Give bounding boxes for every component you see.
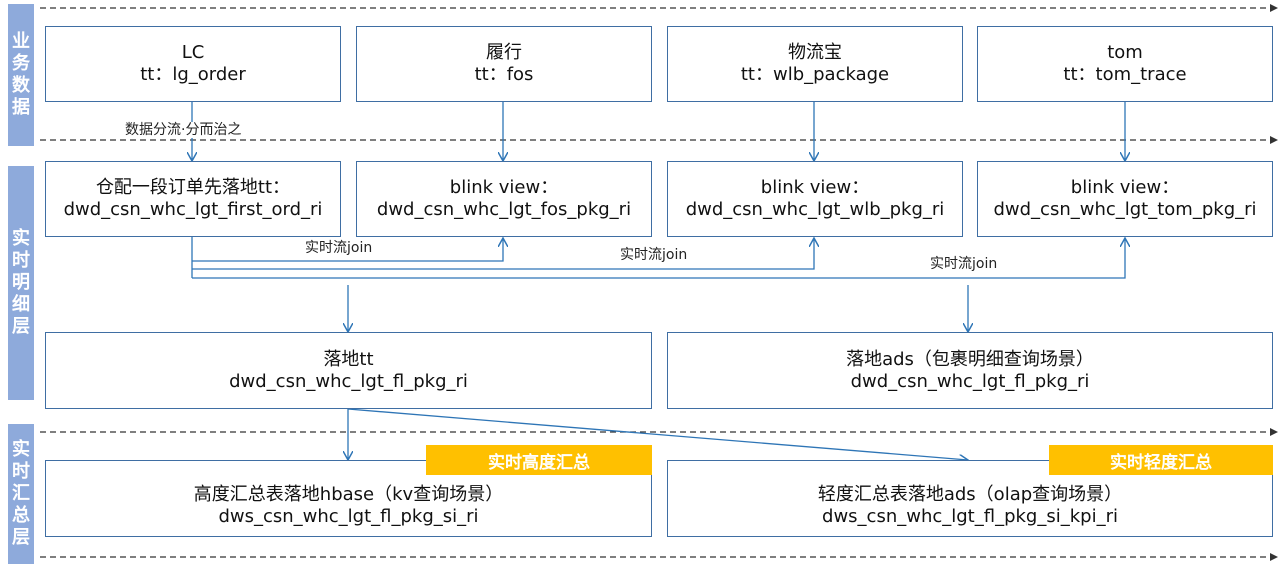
layer-label-realtime-summary: 实时汇总层 [8, 424, 34, 564]
box-subtitle: dwd_csn_whc_lgt_fl_pkg_ri [850, 370, 1090, 392]
box-subtitle: dwd_csn_whc_lgt_fos_pkg_ri [376, 199, 632, 220]
box-subtitle: dws_csn_whc_lgt_fl_pkg_si_kpi_ri [822, 505, 1118, 527]
detail-box-wlb-view: blink view： dwd_csn_whc_lgt_wlb_pkg_ri [667, 161, 963, 237]
landing-box-ads: 落地ads（包裹明细查询场景） dwd_csn_whc_lgt_fl_pkg_r… [667, 332, 1273, 409]
box-subtitle: dwd_csn_whc_lgt_wlb_pkg_ri [685, 199, 945, 220]
detail-box-fos-view: blink view： dwd_csn_whc_lgt_fos_pkg_ri [356, 161, 652, 237]
box-title: 仓配一段订单先落地tt： [95, 177, 291, 198]
layer-label-text: 业务数据 [12, 31, 30, 118]
arrow-join-wlb [192, 238, 814, 270]
box-title: tom [1107, 42, 1143, 63]
source-box-wlb: 物流宝 tt：wlb_package [667, 26, 963, 102]
edge-label-split: 数据分流·分而治之 [125, 122, 242, 138]
edge-label-join-fos: 实时流join [305, 240, 373, 256]
box-subtitle: tt：lg_order [140, 64, 246, 85]
tag-high-summary: 实时高度汇总 [426, 445, 652, 475]
detail-box-first-ord: 仓配一段订单先落地tt： dwd_csn_whc_lgt_first_ord_r… [45, 161, 341, 237]
box-title: LC [181, 42, 205, 63]
arrow-join-tom [192, 238, 1125, 279]
box-subtitle: tt：tom_trace [1063, 64, 1187, 85]
edge-label-join-tom: 实时流join [930, 256, 998, 272]
arrow-join-fos [192, 238, 503, 262]
source-box-lc: LC tt：lg_order [45, 26, 341, 102]
box-title: 物流宝 [788, 42, 842, 63]
tag-light-summary: 实时轻度汇总 [1049, 445, 1273, 475]
box-subtitle: tt：wlb_package [740, 64, 890, 85]
edge-label-join-wlb: 实时流join [620, 247, 688, 263]
box-subtitle: dwd_csn_whc_lgt_first_ord_ri [63, 199, 323, 220]
layer-label-business-data: 业务数据 [8, 4, 34, 146]
box-subtitle: tt：fos [474, 64, 534, 85]
layer-label-realtime-detail: 实时明细层 [8, 166, 34, 400]
source-box-fos: 履行 tt：fos [356, 26, 652, 102]
box-title: 高度汇总表落地hbase（kv查询场景） [193, 483, 504, 505]
arrow-to-olap [347, 408, 968, 460]
summary-box-olap: 轻度汇总表落地ads（olap查询场景） dws_csn_whc_lgt_fl_… [667, 460, 1273, 537]
box-title: 履行 [486, 42, 522, 63]
layer-label-text: 实时明细层 [12, 228, 30, 337]
box-title: blink view： [1070, 177, 1180, 198]
box-subtitle: dwd_csn_whc_lgt_tom_pkg_ri [993, 199, 1257, 220]
layer-label-text: 实时汇总层 [12, 439, 30, 548]
box-title: 落地tt [323, 348, 374, 370]
box-subtitle: dws_csn_whc_lgt_fl_pkg_si_ri [218, 505, 479, 527]
source-box-tom: tom tt：tom_trace [977, 26, 1273, 102]
box-subtitle: dwd_csn_whc_lgt_fl_pkg_ri [229, 370, 468, 392]
landing-box-tt: 落地tt dwd_csn_whc_lgt_fl_pkg_ri [45, 332, 652, 409]
box-title: blink view： [760, 177, 870, 198]
box-title: 轻度汇总表落地ads（olap查询场景） [817, 483, 1123, 505]
detail-box-tom-view: blink view： dwd_csn_whc_lgt_tom_pkg_ri [977, 161, 1273, 237]
box-title: 落地ads（包裹明细查询场景） [846, 348, 1094, 370]
box-title: blink view： [449, 177, 559, 198]
